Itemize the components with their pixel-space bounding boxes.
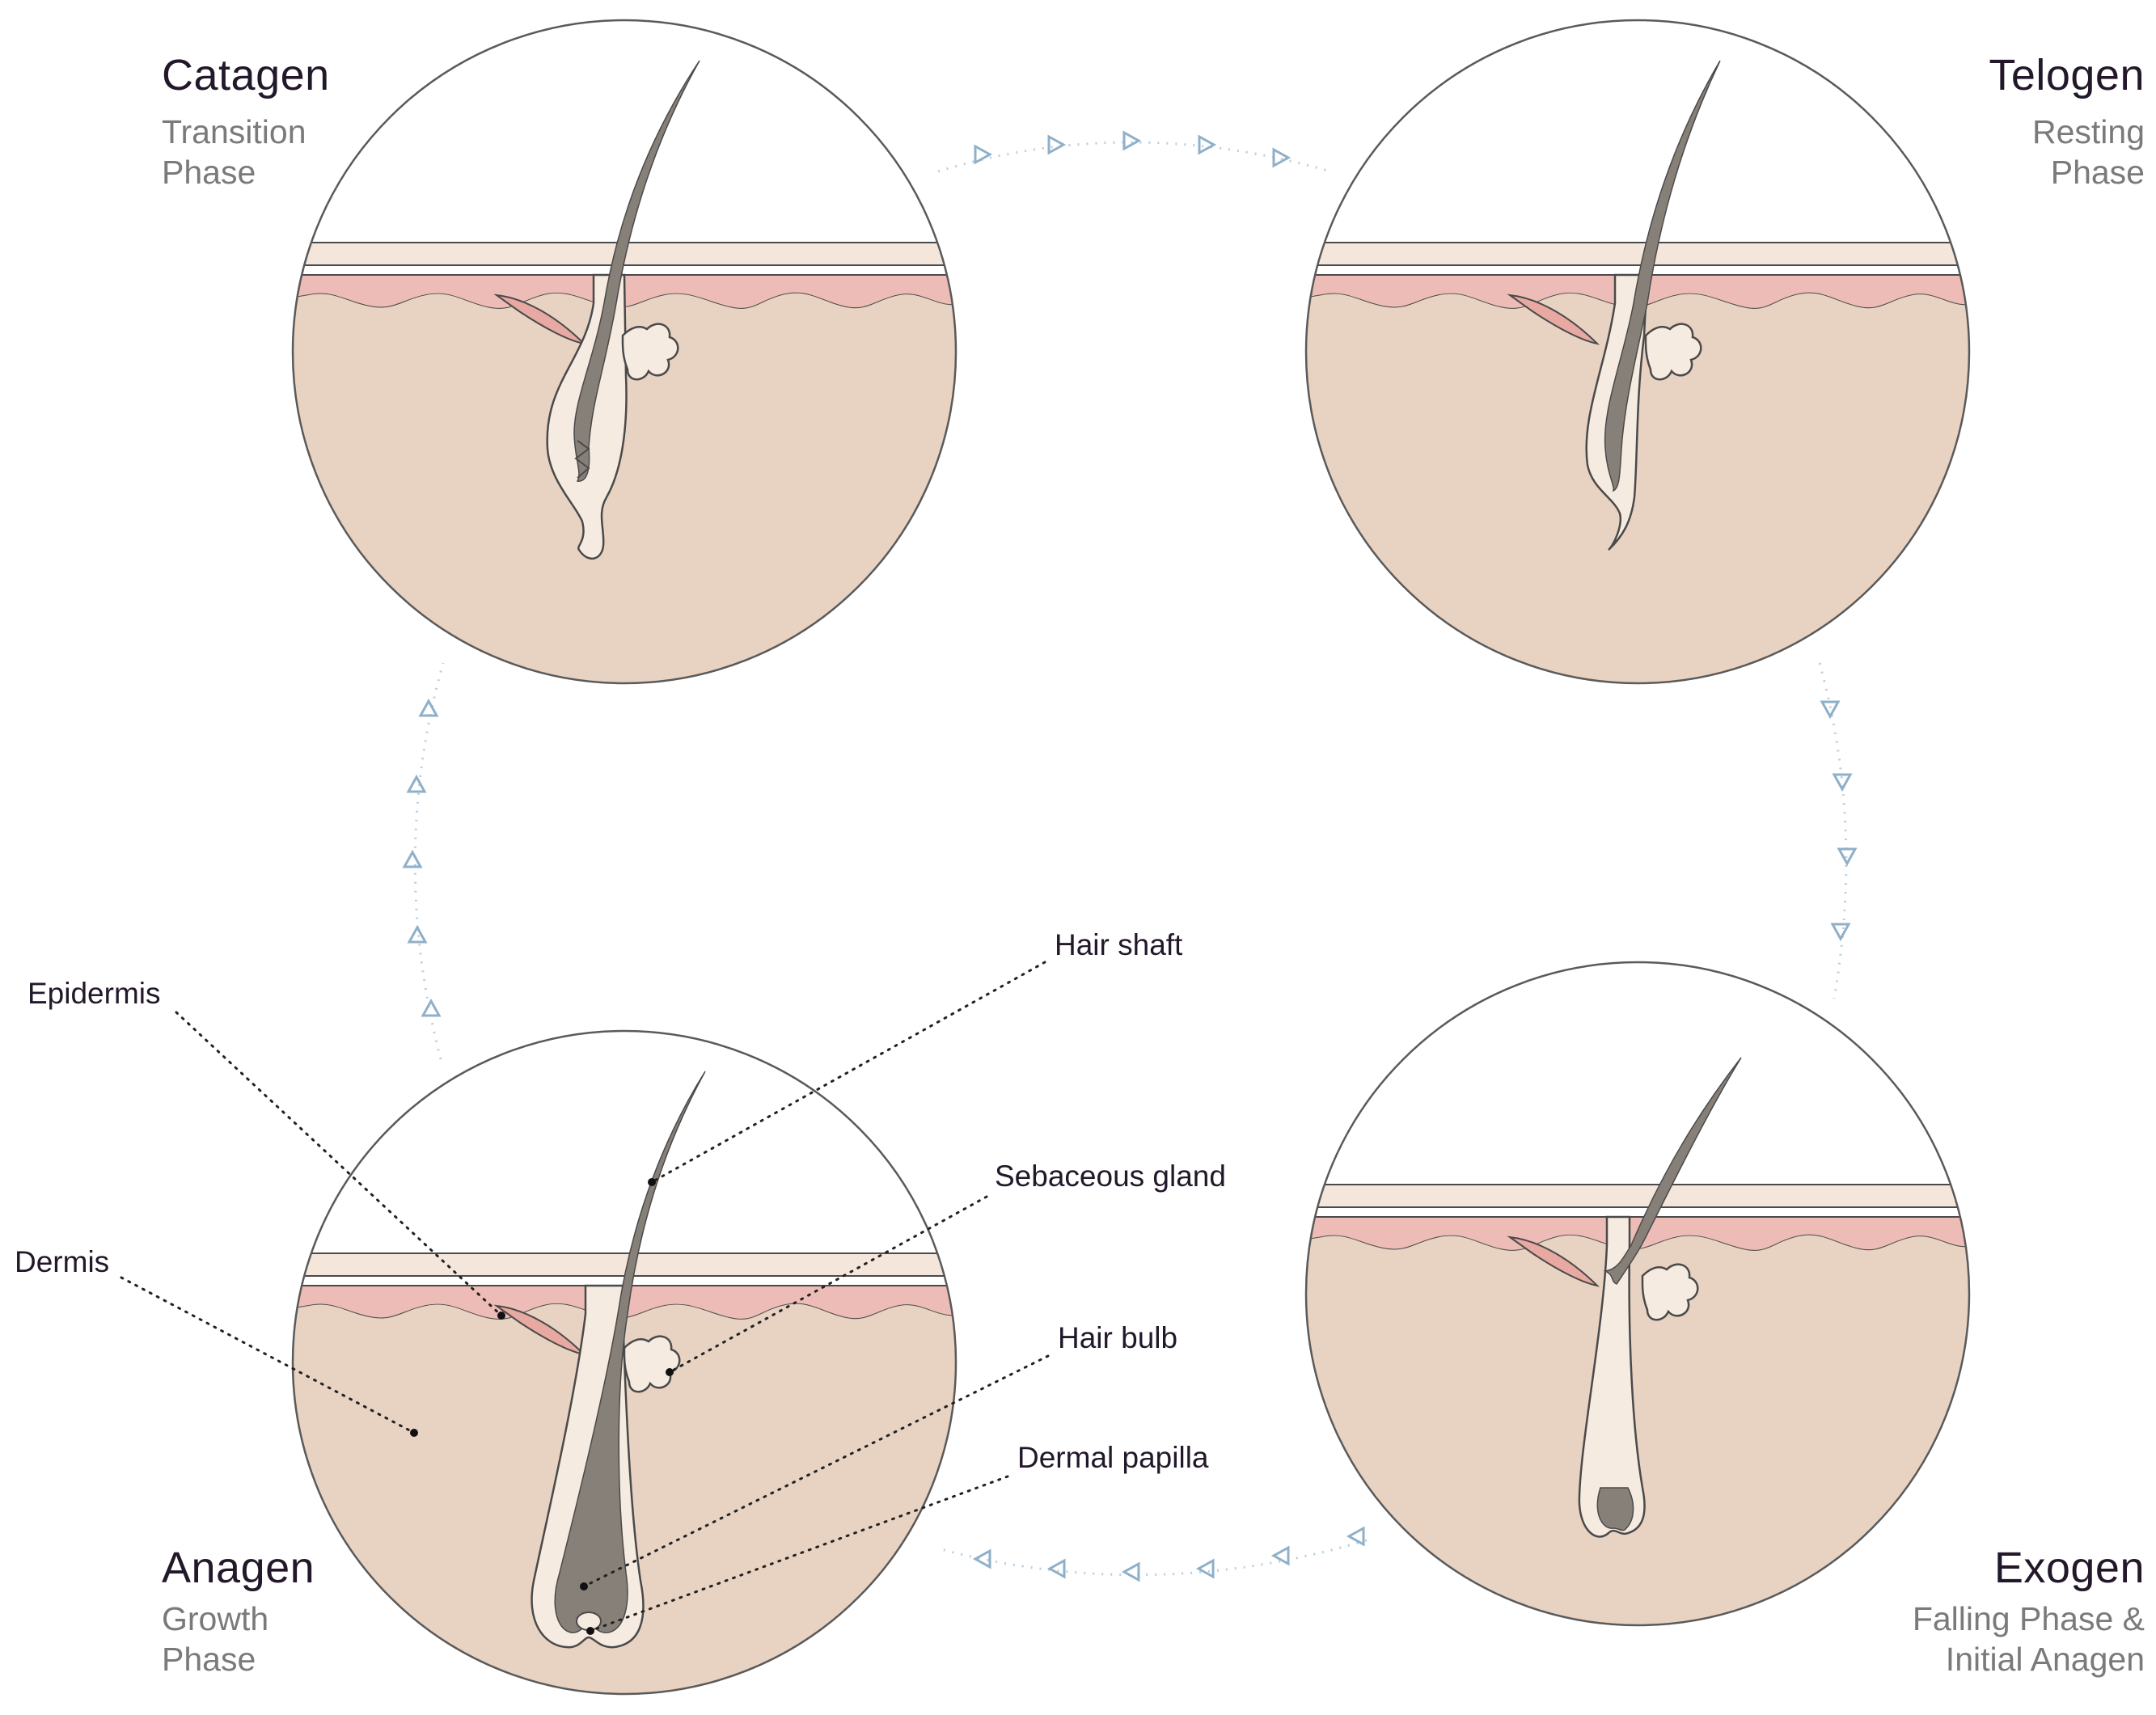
- label-dermis: Dermis: [15, 1245, 110, 1278]
- cycle-arrow-icon: [418, 698, 439, 717]
- telogen-title: Telogen: [1989, 51, 2145, 99]
- leader-dermis: [120, 1276, 416, 1434]
- catagen-subtitle: Transition Phase: [162, 112, 306, 192]
- cycle-arrow-icon: [421, 998, 442, 1017]
- anagen-title: Anagen: [162, 1544, 315, 1592]
- cycle-arrow-icon: [407, 924, 428, 944]
- cycle-path-exogen-to-anagen: [937, 1526, 1368, 1582]
- leader-dermal-papilla: [589, 1475, 1009, 1633]
- cycle-path-anagen-to-catagen: [402, 662, 445, 1060]
- cycle-arrow-icon: [1820, 700, 1841, 720]
- cycle-arrow-icon: [1122, 130, 1142, 151]
- label-hair-shaft: Hair shaft: [1055, 928, 1183, 961]
- exogen-illustration: [1304, 961, 1971, 1627]
- cycle-arrow-icon: [1195, 1558, 1215, 1579]
- cycle-arrow-icon: [1837, 847, 1858, 867]
- cycle-arrow-icon: [1830, 923, 1851, 942]
- cycle-arrow-icon: [402, 849, 423, 868]
- cycle-arrow-icon: [1272, 147, 1291, 168]
- cycle-path-telogen-to-exogen: [1818, 662, 1858, 999]
- label-hair-bulb: Hair bulb: [1058, 1321, 1178, 1354]
- catagen-illustration: [291, 19, 958, 685]
- exogen-subtitle: Falling Phase & Initial Anagen: [1913, 1599, 2145, 1679]
- leader-epidermis: [175, 1011, 503, 1317]
- callout-dots: [410, 1178, 674, 1635]
- label-epidermis: Epidermis: [27, 977, 161, 1010]
- telogen-illustration: [1304, 19, 1971, 685]
- cycle-path-catagen-to-telogen: [937, 130, 1331, 173]
- label-sebaceous-gland: Sebaceous gland: [995, 1160, 1226, 1193]
- cycle-arrow-icon: [974, 144, 993, 165]
- catagen-title: Catagen: [162, 51, 330, 99]
- callout-leaders: [120, 961, 1050, 1633]
- cycle-arrow-icon: [1346, 1526, 1365, 1547]
- anagen-subtitle-line1: Growth: [162, 1600, 269, 1637]
- anagen-subtitle-line2: Phase: [162, 1641, 256, 1678]
- anagen-subtitle: Growth Phase: [162, 1599, 268, 1679]
- exogen-title: Exogen: [1993, 1544, 2145, 1592]
- telogen-subtitle: Resting Phase: [2032, 112, 2145, 192]
- cycle-arrow-icon: [1047, 134, 1067, 155]
- catagen-subtitle-line1: Transition: [162, 113, 306, 150]
- cycle-arrow-icon: [972, 1548, 991, 1569]
- leader-hair-shaft: [650, 961, 1046, 1184]
- telogen-subtitle-line1: Resting: [2031, 113, 2145, 150]
- cycle-arrow-icon: [1121, 1561, 1140, 1582]
- cycle-arrow-icon: [1198, 134, 1217, 155]
- telogen-subtitle-line2: Phase: [2050, 154, 2145, 191]
- exogen-subtitle-line2: Initial Anagen: [1945, 1641, 2145, 1678]
- cycle-arrow-icon: [1832, 773, 1853, 792]
- catagen-subtitle-line2: Phase: [162, 154, 256, 191]
- leader-hair-bulb: [582, 1354, 1050, 1588]
- label-dermal-papilla: Dermal papilla: [1017, 1441, 1209, 1474]
- cycle-arrow-icon: [1270, 1545, 1290, 1566]
- cycle-arrow-icon: [1046, 1558, 1066, 1579]
- cycle-arrow-icon: [406, 774, 427, 793]
- leader-sebaceous-gland: [668, 1195, 988, 1374]
- exogen-subtitle-line1: Falling Phase &: [1912, 1600, 2145, 1637]
- anagen-illustration: [291, 1029, 958, 1696]
